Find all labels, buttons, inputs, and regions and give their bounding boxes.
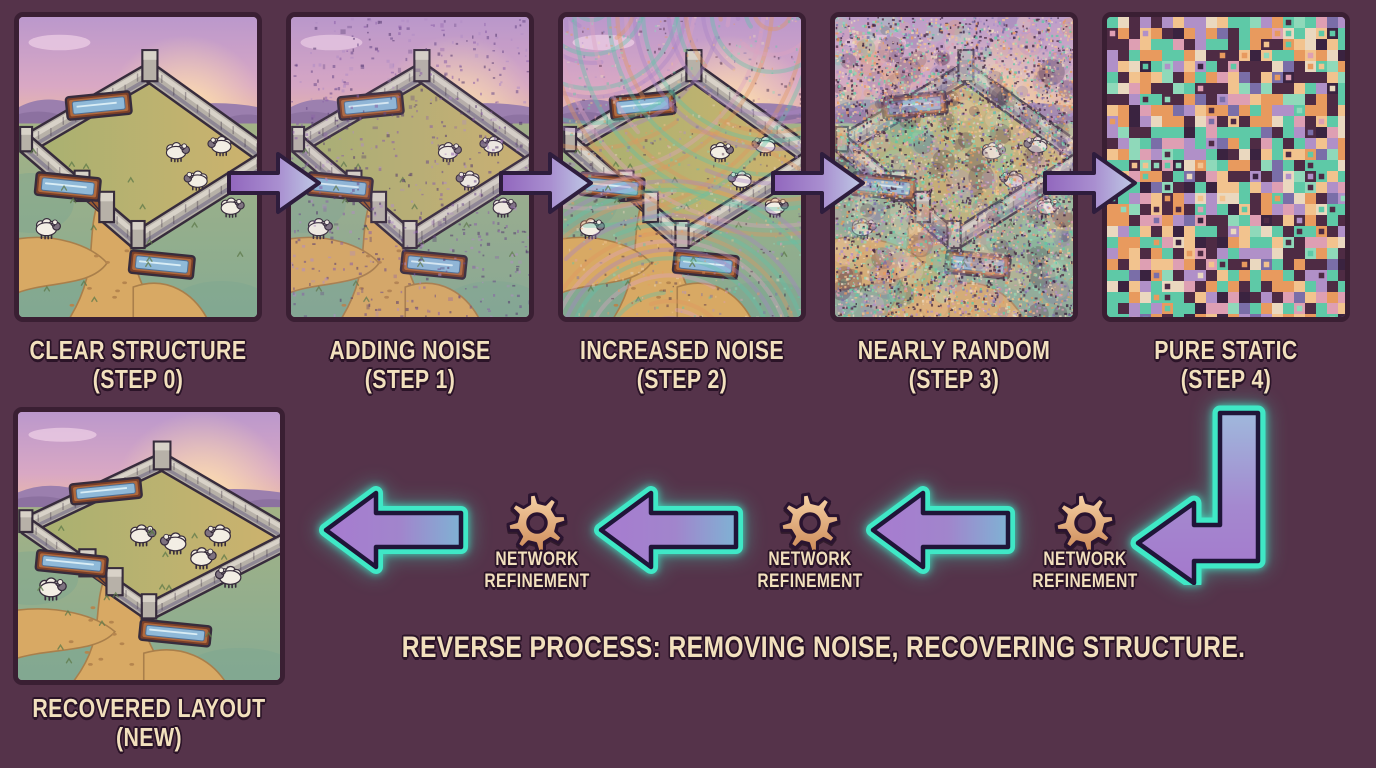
corner-reverse-arrow-icon <box>1130 405 1266 585</box>
panel-step-1-canvas <box>291 17 529 317</box>
panel-step-0-canvas <box>19 17 257 317</box>
caption-title: CLEAR STRUCTURE <box>29 335 247 365</box>
forward-arrow-icon <box>499 152 593 214</box>
gear-label: NETWORK REFINEMENT <box>757 549 863 592</box>
panel-step-1 <box>286 12 534 322</box>
gear-icon <box>506 492 568 554</box>
reverse-arrow-icon <box>594 486 743 574</box>
panel-step-0-caption: CLEAR STRUCTURE (STEP 0) <box>28 336 248 393</box>
gear-icon <box>779 492 841 554</box>
caption-step: (STEP 1) <box>364 363 456 394</box>
panel-recovered <box>13 407 285 685</box>
panel-step-3-caption: NEARLY RANDOM (STEP 3) <box>844 336 1064 393</box>
panel-recovered-canvas <box>18 412 280 680</box>
forward-arrow-icon <box>1043 152 1137 214</box>
caption-step: (STEP 4) <box>1180 363 1272 394</box>
reverse-arrow-icon <box>319 486 468 574</box>
panel-recovered-caption: RECOVERED LAYOUT (NEW) <box>27 694 271 751</box>
panel-step-3-canvas <box>835 17 1073 317</box>
caption-step: (NEW) <box>115 721 182 752</box>
caption-title: RECOVERED LAYOUT <box>32 693 266 723</box>
panel-step-2-canvas <box>563 17 801 317</box>
reverse-process-caption: REVERSE PROCESS: REMOVING NOISE, RECOVER… <box>401 631 1246 664</box>
caption-step: (STEP 2) <box>636 363 728 394</box>
caption-step: (STEP 0) <box>92 363 184 394</box>
caption-title: NEARLY RANDOM <box>857 335 1051 365</box>
panel-step-4-caption: PURE STATIC (STEP 4) <box>1116 336 1336 393</box>
forward-arrow-icon <box>227 152 321 214</box>
forward-arrow-icon <box>771 152 865 214</box>
panel-step-2-caption: INCREASED NOISE (STEP 2) <box>572 336 792 393</box>
panel-step-1-caption: ADDING NOISE (STEP 1) <box>300 336 520 393</box>
panel-step-2 <box>558 12 806 322</box>
gear-icon <box>1054 492 1116 554</box>
reverse-arrow-icon <box>866 486 1015 574</box>
panel-step-0 <box>14 12 262 322</box>
panel-step-4-canvas <box>1107 17 1345 317</box>
gear-label: NETWORK REFINEMENT <box>484 549 590 592</box>
caption-step: (STEP 3) <box>908 363 1000 394</box>
caption-title: PURE STATIC <box>1154 335 1298 365</box>
caption-title: ADDING NOISE <box>329 335 491 365</box>
caption-title: INCREASED NOISE <box>579 335 784 365</box>
gear-label: NETWORK REFINEMENT <box>1032 549 1138 592</box>
